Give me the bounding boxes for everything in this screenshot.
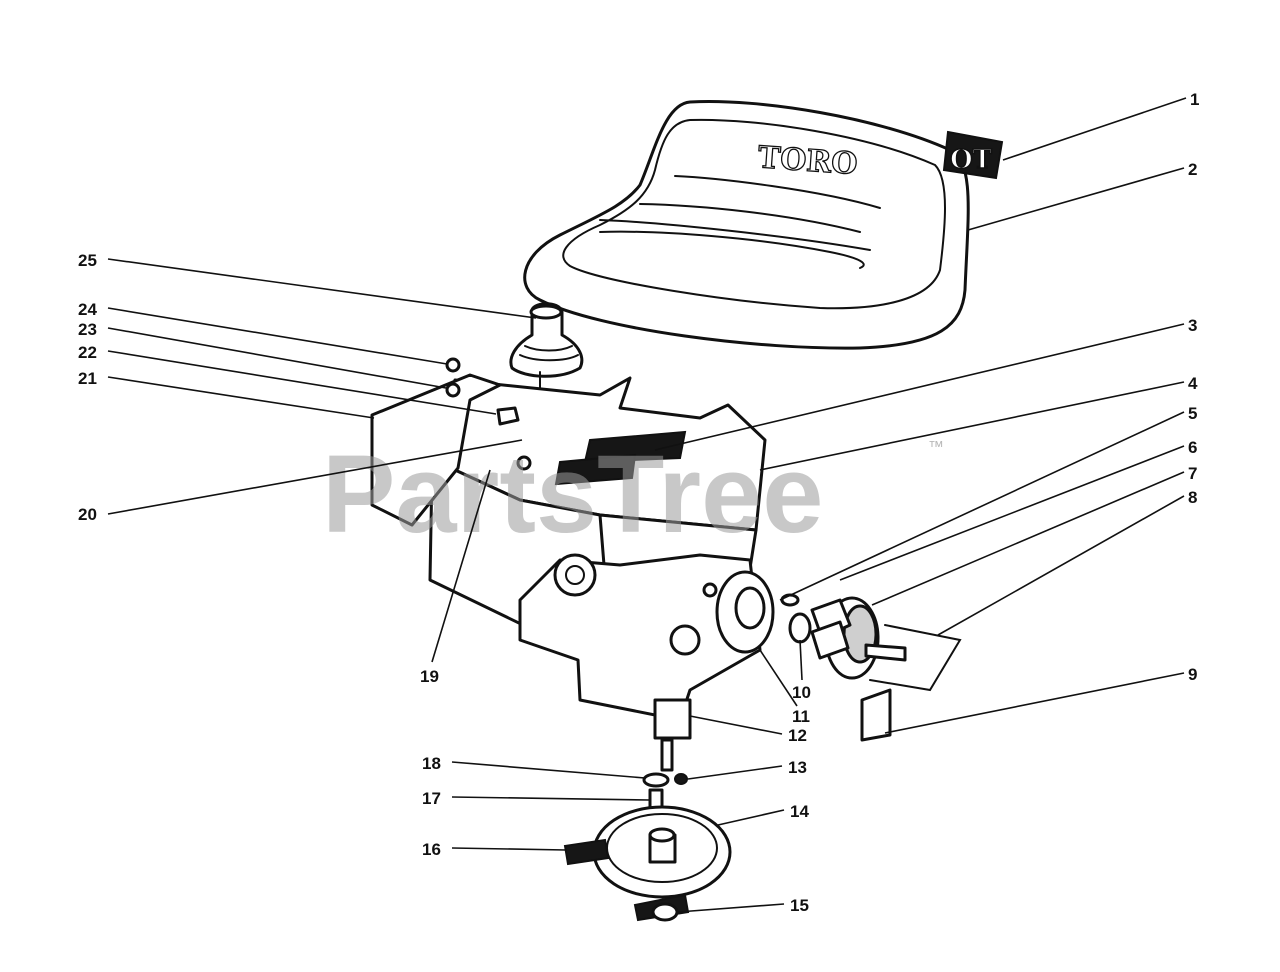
seat-logo: TORO [757,140,859,182]
callout-10[interactable]: 10 [792,683,811,702]
brake-assembly[interactable] [780,593,962,742]
callout-20[interactable]: 20 [78,505,97,524]
callout-8[interactable]: 8 [1188,488,1197,507]
callout-11[interactable]: 11 [792,707,810,726]
shift-boot[interactable] [509,302,584,378]
callout-9[interactable]: 9 [1188,665,1197,684]
callout-15[interactable]: 15 [790,896,809,915]
watermark-trademark: ™ [928,439,944,456]
callout-19[interactable]: 19 [420,667,439,686]
callout-14[interactable]: 14 [790,802,809,821]
seat[interactable]: TORO [523,100,970,350]
callout-16[interactable]: 16 [422,840,441,859]
callout-13[interactable]: 13 [788,758,807,777]
brake-bracket [860,688,892,742]
brake-bolt [864,643,907,662]
pulley[interactable] [592,805,732,899]
watermark: PartsTree [322,433,823,556]
instruction-decal [583,430,687,464]
nut-22 [496,406,520,426]
screw-24 [445,357,461,373]
callout-23[interactable]: 23 [78,320,97,339]
callout-7[interactable]: 7 [1188,464,1197,483]
washer-18 [642,772,670,788]
callout-25[interactable]: 25 [78,251,97,270]
transmission[interactable] [518,553,775,740]
decal-text: OT [950,145,993,175]
callout-18[interactable]: 18 [422,754,441,773]
callout-6[interactable]: 6 [1188,438,1197,457]
callout-1[interactable]: 1 [1190,90,1199,109]
callout-5[interactable]: 5 [1188,404,1197,423]
retainer-15[interactable] [651,902,679,922]
side-panel[interactable] [370,357,520,527]
callout-17[interactable]: 17 [422,789,441,808]
decal[interactable]: OT [942,130,1004,180]
key-13 [674,773,688,785]
callout-4[interactable]: 4 [1188,374,1198,393]
callouts: 1 2 3 4 5 6 7 8 9 10 11 12 13 [78,90,1199,915]
callout-24[interactable]: 24 [78,300,97,319]
snap-ring [788,612,812,644]
screw-19 [516,455,532,471]
callout-3[interactable]: 3 [1188,316,1197,335]
washer-23 [445,382,461,398]
callout-12[interactable]: 12 [788,726,807,745]
callout-21[interactable]: 21 [78,369,97,388]
callout-2[interactable]: 2 [1188,160,1197,179]
pin-5 [780,593,800,607]
callout-22[interactable]: 22 [78,343,97,362]
shift-decal [554,453,637,486]
